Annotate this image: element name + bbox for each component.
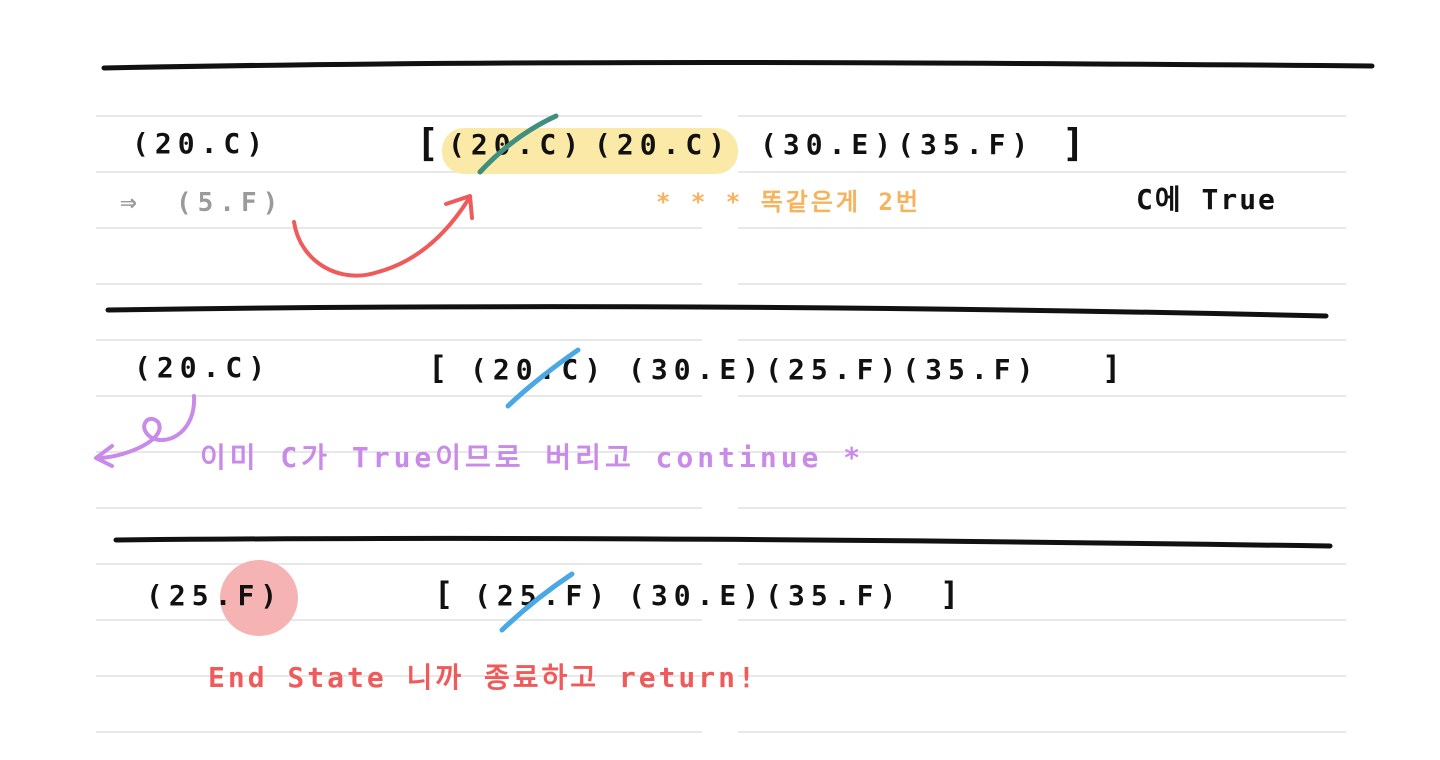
- section-divider-line: [105, 304, 1329, 319]
- section3-item1: (25.F): [474, 579, 612, 612]
- red-circle-highlight: [220, 560, 298, 636]
- section-divider-line: [101, 60, 1375, 71]
- section3-current-open: (25.: [146, 579, 238, 612]
- section1-item2: (20.C): [594, 128, 732, 161]
- section3-list-close: ]: [940, 575, 966, 613]
- section3-current-rest: F): [237, 579, 284, 612]
- section-dividers: [101, 60, 1375, 549]
- section2-rest-items: (30.E)(25.F)(35.F): [628, 353, 1040, 386]
- section2-item1: (20.C): [470, 353, 608, 386]
- section2-list-close: ]: [1102, 349, 1128, 387]
- section1-list-open: [: [416, 121, 445, 165]
- gray-arrow-icon: ⇒: [120, 185, 143, 218]
- section1-next-node: (5.F): [176, 188, 285, 218]
- section3-list-open: [: [434, 575, 460, 613]
- section2-current-node: (20.C): [134, 351, 272, 384]
- section-divider-line: [113, 535, 1333, 549]
- section3-rest-items: (30.E)(35.F): [628, 579, 903, 612]
- section2-note: 이미 C가 True이므로 버리고 continue *: [200, 441, 865, 474]
- section1-result: C에 True: [1136, 183, 1277, 216]
- ruled-lines: [96, 115, 1346, 733]
- section1-rest-items: (30.E)(35.F): [760, 128, 1035, 161]
- section3-current-node: (25.F): [146, 582, 283, 610]
- section1-item1: (20.C): [448, 128, 586, 161]
- section1-note: * * * 똑같은게 2번: [656, 188, 921, 216]
- section3-note: End State 니까 종료하고 return!: [208, 661, 758, 694]
- section1-current-node: (20.C): [132, 127, 270, 160]
- section2-list-open: [: [428, 349, 454, 387]
- section1-list-close: ]: [1062, 121, 1091, 165]
